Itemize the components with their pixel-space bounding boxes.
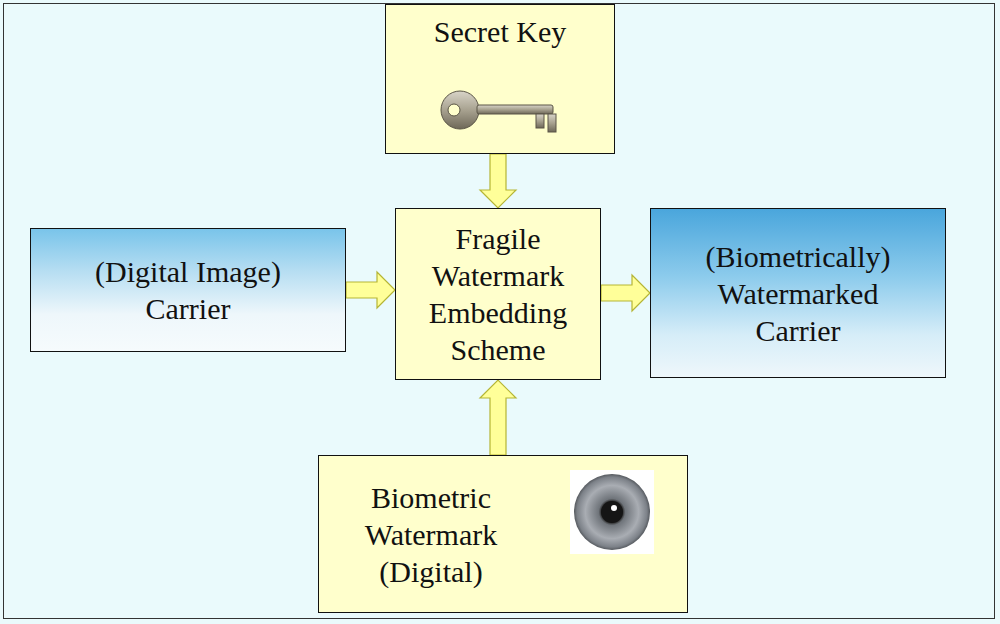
box-label: (Digital Image) Carrier	[73, 253, 303, 327]
block-arrow	[601, 275, 650, 311]
block-arrow	[480, 380, 516, 455]
box-label: (Biometrically) Watermarked Carrier	[678, 238, 918, 349]
box-label: Biometric Watermark (Digital)	[331, 479, 531, 590]
box-label: Secret Key	[390, 13, 610, 50]
key-box: Secret Key	[385, 4, 615, 154]
block-arrow	[346, 272, 395, 308]
key-picture	[438, 84, 572, 136]
box-label: Fragile Watermark Embedding Scheme	[400, 220, 596, 368]
block-arrow	[480, 154, 516, 208]
process-box: Fragile Watermark Embedding Scheme	[395, 208, 601, 380]
output-box: (Biometrically) Watermarked Carrier	[650, 208, 946, 378]
carrier-box: (Digital Image) Carrier	[30, 228, 346, 352]
iris-picture	[570, 470, 654, 554]
